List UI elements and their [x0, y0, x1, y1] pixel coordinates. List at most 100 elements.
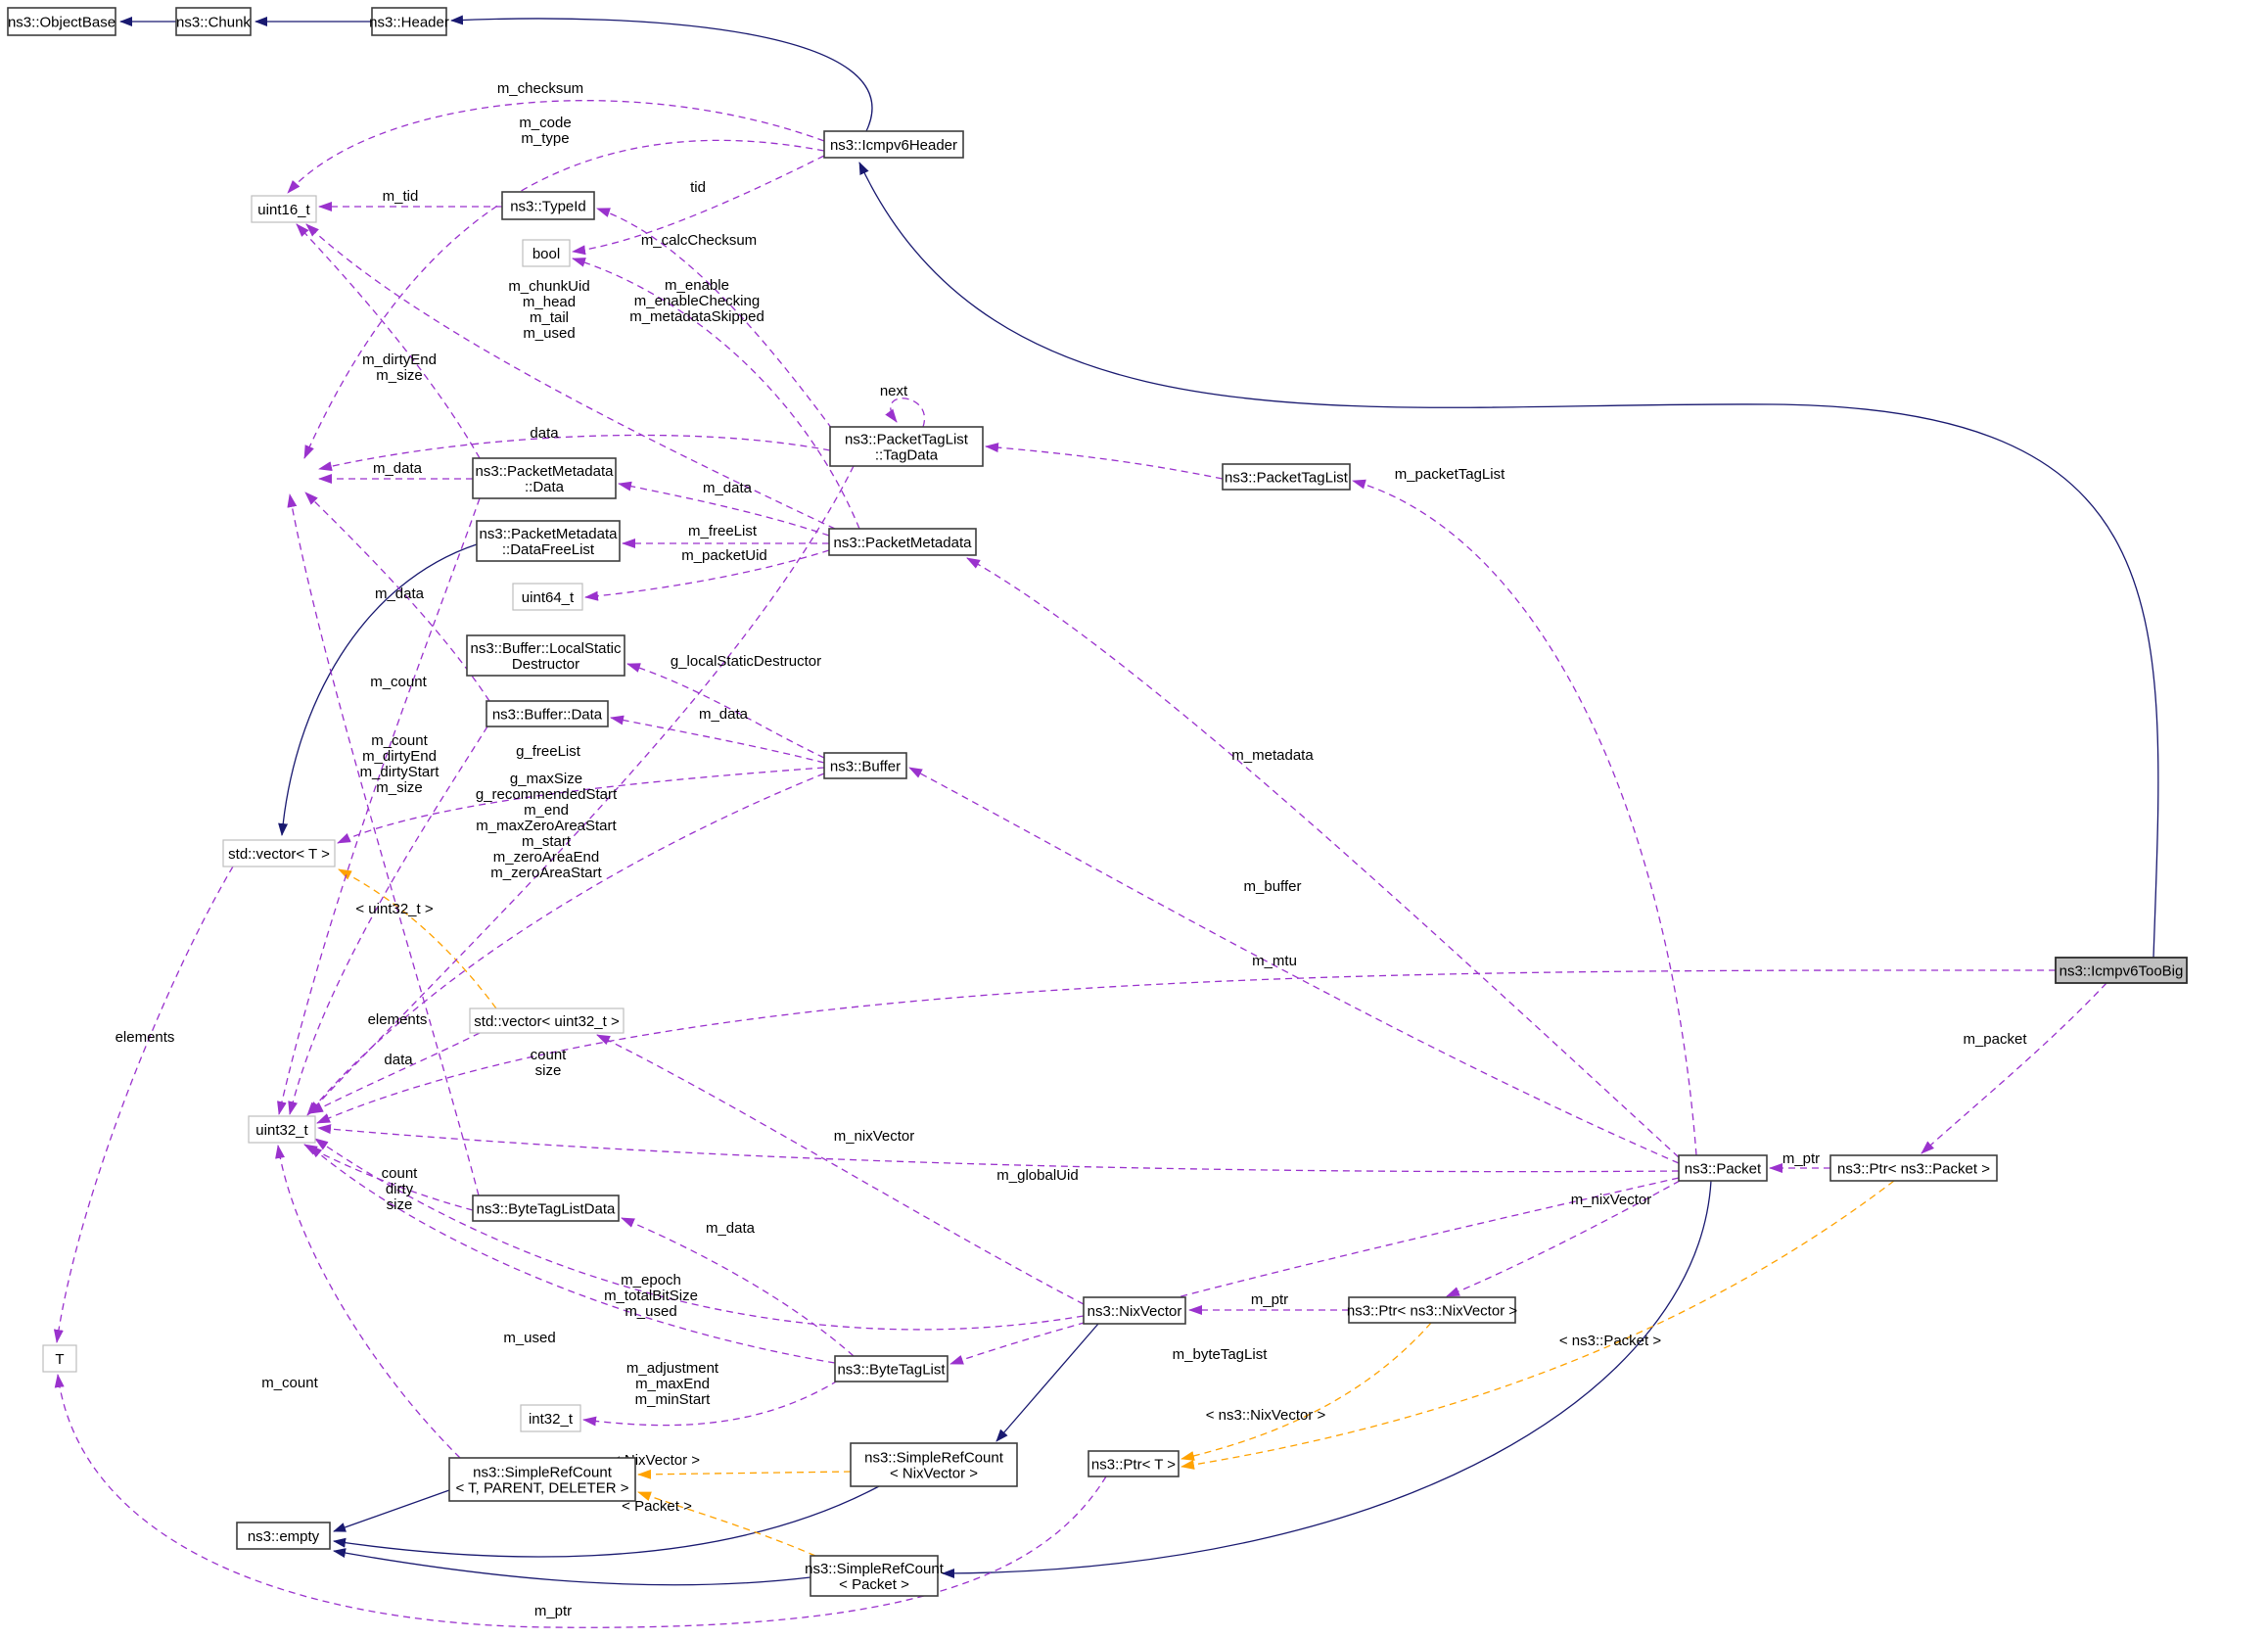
edge-label-m-data-bd: m_data [375, 586, 425, 602]
node-box-int32[interactable] [520, 1404, 581, 1432]
node-box-srcpacket[interactable] [810, 1555, 939, 1597]
edge-ptrpacket-ptrt [1180, 1180, 1895, 1470]
node-box-uint32[interactable] [248, 1115, 316, 1144]
node-chunk[interactable]: ns3::Chunk [175, 7, 252, 36]
node-box-bool[interactable] [522, 239, 571, 267]
edge-m-metadata [966, 557, 1680, 1158]
node-label-packettaglist: ns3::PacketTagList [1225, 470, 1349, 487]
node-datafreelist[interactable]: ns3::PacketMetadata::DataFreeList [476, 520, 621, 562]
node-typeid[interactable]: ns3::TypeId [501, 191, 595, 220]
node-bool[interactable]: bool [522, 239, 571, 267]
node-box-bytetaglist[interactable] [834, 1355, 949, 1382]
node-box-objectbase[interactable] [7, 7, 116, 36]
node-box-icmpv6toobig[interactable] [2055, 957, 2188, 984]
node-box-uint64[interactable] [512, 583, 583, 611]
node-box-nixvector[interactable] [1083, 1296, 1186, 1325]
node-box-empty[interactable] [236, 1522, 331, 1550]
node-packet[interactable]: ns3::Packet [1678, 1154, 1768, 1182]
node-vectoru32[interactable]: std::vector< uint32_t > [469, 1007, 625, 1034]
node-box-header[interactable] [371, 7, 447, 36]
node-label-t: T [55, 1351, 64, 1368]
node-box-chunk[interactable] [175, 7, 252, 36]
node-bytetaglistdata[interactable]: ns3::ByteTagListData [472, 1195, 620, 1222]
node-uint64[interactable]: uint64_t [512, 583, 583, 611]
node-box-t[interactable] [42, 1344, 77, 1373]
node-box-ptrpacket[interactable] [1829, 1154, 1998, 1182]
edge-label-ptrnix-ptrt: < ns3::NixVector > [1206, 1407, 1326, 1424]
node-src[interactable]: ns3::SimpleRefCount< T, PARENT, DELETER … [448, 1457, 636, 1502]
node-box-icmpv6header[interactable] [823, 130, 964, 159]
edge-m-chunkuid [305, 223, 836, 530]
node-pmdata[interactable]: ns3::PacketMetadata::Data [472, 457, 617, 499]
edge-ptrnix-ptrt [1180, 1322, 1432, 1461]
node-box-typeid[interactable] [501, 191, 595, 220]
node-srcpacket[interactable]: ns3::SimpleRefCount< Packet > [805, 1555, 945, 1597]
node-box-vectoru32[interactable] [469, 1007, 625, 1034]
node-label-uint32: uint32_t [255, 1122, 308, 1139]
node-tagdata[interactable]: ns3::PacketTagList::TagData [829, 426, 984, 467]
node-box-ptrnixvector[interactable] [1348, 1296, 1516, 1324]
node-ptrpacket[interactable]: ns3::Ptr< ns3::Packet > [1829, 1154, 1998, 1182]
node-icmpv6toobig[interactable]: ns3::Icmpv6TooBig [2055, 957, 2188, 984]
node-box-tagdata[interactable] [829, 426, 984, 467]
node-label-buffer: ns3::Buffer [830, 759, 901, 775]
node-box-pmdata[interactable] [472, 457, 617, 499]
node-int32[interactable]: int32_t [520, 1404, 581, 1432]
node-box-bufferdata[interactable] [486, 700, 609, 727]
node-label-bytetaglistdata: ns3::ByteTagListData [477, 1201, 616, 1218]
node-srcnix[interactable]: ns3::SimpleRefCount< NixVector > [850, 1442, 1018, 1487]
edge-m-used-btl [308, 1145, 836, 1364]
edge-label-m-globaluid: m_globalUid [996, 1167, 1078, 1184]
node-bufferdata[interactable]: ns3::Buffer::Data [486, 700, 609, 727]
edge-label-m-used-btl: m_used [503, 1330, 555, 1346]
edge-g-localstatic [626, 663, 825, 759]
node-box-localstatic[interactable] [466, 634, 625, 677]
edge-m-enable [572, 258, 860, 530]
node-vectort[interactable]: std::vector< T > [222, 839, 336, 867]
node-header[interactable]: ns3::Header [369, 7, 449, 36]
node-uint32[interactable]: uint32_t [248, 1115, 316, 1144]
node-objectbase[interactable]: ns3::ObjectBase [7, 7, 116, 36]
node-label-int32: int32_t [529, 1411, 574, 1428]
edge-m-nixvector-nv [596, 1034, 1085, 1305]
node-ptrnixvector[interactable]: ns3::Ptr< ns3::NixVector > [1347, 1296, 1517, 1324]
edge-label-m-elements-t: elements [116, 1029, 175, 1046]
node-box-packetmetadata[interactable] [828, 528, 977, 556]
node-box-bytetaglistdata[interactable] [472, 1195, 620, 1222]
node-ptrt[interactable]: ns3::Ptr< T > [1088, 1450, 1180, 1477]
node-nixvector[interactable]: ns3::NixVector [1083, 1296, 1186, 1325]
node-uint16[interactable]: uint16_t [251, 195, 317, 223]
edge-toobig-icmpv6header [858, 162, 2159, 959]
node-label-srcpacket: ns3::SimpleRefCount< Packet > [805, 1561, 945, 1593]
node-empty[interactable]: ns3::empty [236, 1522, 331, 1550]
node-t[interactable]: T [42, 1344, 77, 1373]
node-box-ptrt[interactable] [1088, 1450, 1180, 1477]
node-box-uint16[interactable] [251, 195, 317, 223]
node-box-src[interactable] [448, 1457, 636, 1502]
node-packettaglist[interactable]: ns3::PacketTagList [1222, 463, 1351, 491]
node-box-datafreelist[interactable] [476, 520, 621, 562]
node-label-src: ns3::SimpleRefCount< T, PARENT, DELETER … [455, 1465, 628, 1497]
node-box-packettaglist[interactable] [1222, 463, 1351, 491]
node-bytetaglist[interactable]: ns3::ByteTagList [834, 1355, 949, 1382]
node-box-srcnix[interactable] [850, 1442, 1018, 1487]
edge-m-globaluid [317, 1124, 1680, 1173]
node-label-bufferdata: ns3::Buffer::Data [492, 707, 603, 724]
edge-g-freelist [337, 767, 825, 844]
node-box-buffer[interactable] [823, 752, 907, 779]
edge-srcnix-src [637, 1469, 852, 1479]
node-packetmetadata[interactable]: ns3::PacketMetadata [828, 528, 977, 556]
node-box-packet[interactable] [1678, 1154, 1768, 1182]
node-box-vectort[interactable] [222, 839, 336, 867]
edge-datafreelist-vectort [278, 543, 478, 836]
edge-label-m-packettaglist: m_packetTagList [1395, 466, 1505, 483]
edge-m-ptr-t [54, 1374, 1107, 1628]
node-icmpv6header[interactable]: ns3::Icmpv6Header [823, 130, 964, 159]
node-buffer[interactable]: ns3::Buffer [823, 752, 907, 779]
edge-label-m-data-btl: m_data [706, 1220, 756, 1237]
